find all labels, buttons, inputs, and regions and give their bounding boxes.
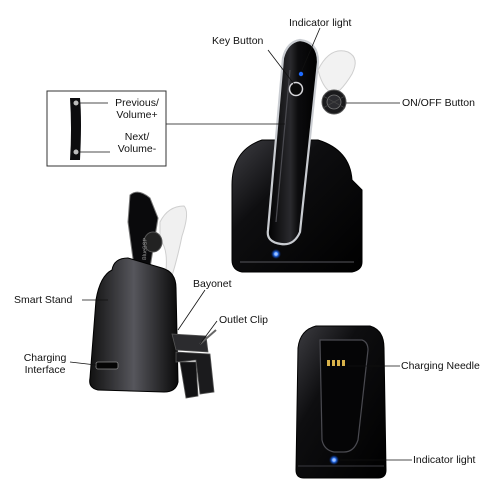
bayonet-label: Bayonet: [193, 278, 232, 290]
stand-earbud: [159, 205, 188, 277]
indicator-light-label-bottom: Indicator light: [413, 454, 476, 466]
outlet-clip-label: Outlet Clip: [219, 314, 269, 326]
indicator-light-label-top: Indicator light: [289, 17, 352, 29]
key-button: [288, 81, 304, 97]
previous-volume-up-label: Previous/ Volume+: [115, 97, 159, 121]
dock-slot: [319, 339, 369, 453]
key-button-label: Key Button: [212, 35, 264, 47]
headset-indicator-icon: [298, 71, 304, 77]
headset-body: [266, 38, 320, 246]
headset-side-profile: [70, 98, 81, 160]
smart-stand: [89, 257, 179, 393]
on-off-dial: [321, 89, 347, 115]
empty-dock-assembly: [295, 325, 412, 479]
usb-port-icon: [95, 361, 119, 370]
earbud: [317, 50, 356, 93]
charging-pin-icon: [327, 360, 345, 366]
stand-brand-text: BlueBSP: [142, 238, 149, 261]
next-volume-down-label: Next/ Volume-: [117, 131, 157, 155]
volume-buttons-inset: [46, 90, 167, 167]
charging-interface-label: Charging Interface: [23, 352, 67, 376]
volume-up-button: [73, 100, 79, 106]
volume-down-button: [73, 149, 79, 155]
on-off-button-label: ON/OFF Button: [402, 97, 475, 109]
outlet-clip: [171, 329, 217, 399]
charging-needle-label: Charging Needle: [401, 360, 480, 372]
headset-dock-assembly: [166, 27, 400, 273]
car-stand-assembly: BlueBSP: [69, 191, 218, 399]
smart-stand-label: Smart Stand: [14, 294, 73, 306]
